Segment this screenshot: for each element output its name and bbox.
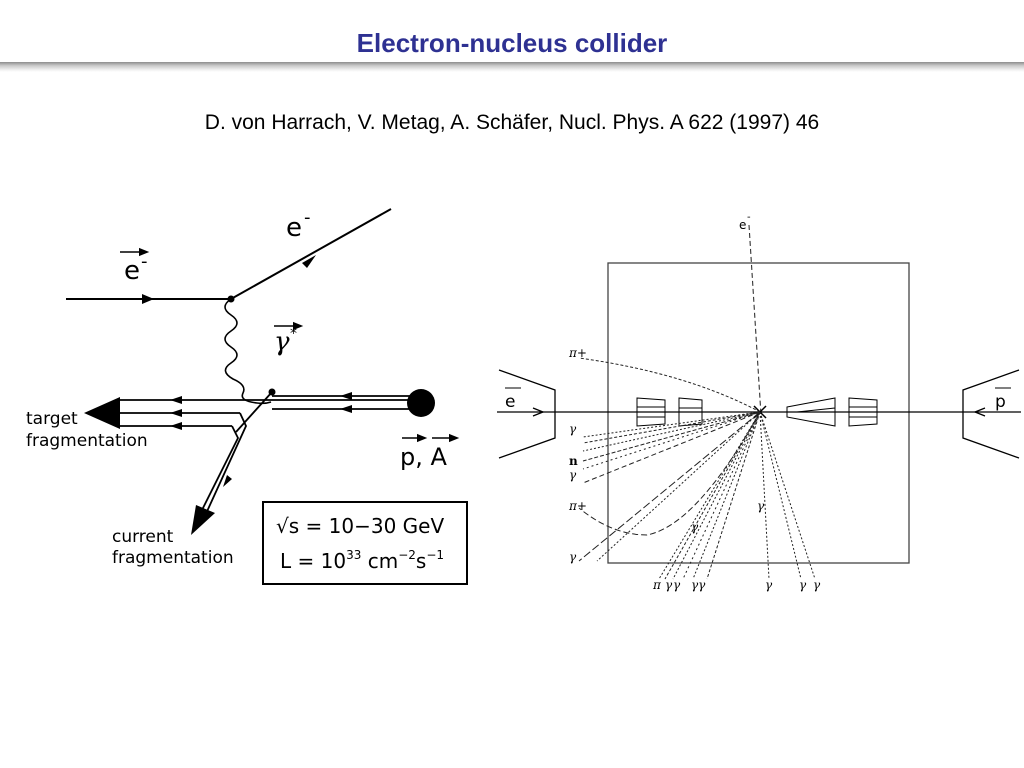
- hadron-arrow-lower: [340, 405, 352, 413]
- slide-title: Electron-nucleus collider: [356, 28, 668, 58]
- track-15: [759, 411, 770, 580]
- luminosity-exponent: 33: [346, 548, 361, 562]
- parameter-box: [262, 501, 468, 585]
- track-2: [582, 411, 761, 444]
- photon-virtual-mark: *: [290, 326, 297, 342]
- left-module-1: [636, 397, 666, 427]
- detector-box: [607, 262, 910, 564]
- title-divider: [0, 62, 1024, 72]
- luminosity-unit-exp1: −2: [398, 548, 416, 562]
- pi-plus-upper-track: [578, 357, 761, 413]
- luminosity-unit: cm: [361, 549, 398, 573]
- right-module-1: [786, 397, 836, 427]
- track-12: [682, 411, 761, 580]
- scattered-electron-track: [748, 224, 762, 416]
- label-gamma-2: γ: [569, 468, 577, 482]
- target-arrow-2: [170, 409, 182, 417]
- track-14: [706, 411, 761, 580]
- track-5: [582, 411, 761, 470]
- track-13: [692, 411, 761, 580]
- photon-symbol: γ: [274, 327, 290, 357]
- current-fragmentation-arrowhead: [191, 505, 215, 535]
- right-module-2: [848, 397, 878, 427]
- current-label-line1: current: [112, 527, 174, 547]
- incoming-electron-arrow: [142, 294, 154, 304]
- track-17: [759, 411, 816, 580]
- luminosity-text: L = 1033 cm−2s−1: [280, 548, 444, 573]
- detector-event-display: e - e p: [497, 212, 1021, 592]
- dis-feynman-diagram: e - e - γ * target fragmentation p, A cu…: [26, 207, 468, 585]
- target-label-line2: fragmentation: [26, 431, 148, 451]
- left-module-2: [678, 397, 703, 427]
- incoming-electron-charge: -: [141, 251, 148, 272]
- current-arrow: [223, 475, 232, 487]
- energy-text: √s = 10−30 GeV: [276, 514, 444, 538]
- target-fragmentation-arrowhead: [84, 397, 120, 429]
- label-bottom-pi: π: [652, 578, 662, 592]
- track-3: [582, 411, 761, 452]
- track-7: [578, 411, 761, 562]
- label-pi-plus-lower: π+: [568, 499, 587, 513]
- electron-beam-arrow: [532, 407, 545, 417]
- track-8: [596, 411, 761, 562]
- current-line-outer: [203, 412, 247, 519]
- track-9: [658, 411, 761, 580]
- proton-beam-label: p: [995, 392, 1006, 412]
- top-electron-charge: -: [747, 212, 751, 223]
- incoming-electron-symbol: e: [124, 256, 140, 286]
- luminosity-unit-exp2: −1: [426, 548, 444, 562]
- track-1: [582, 411, 761, 438]
- target-arrow-3: [170, 422, 182, 430]
- label-gamma-3: γ: [569, 550, 577, 564]
- label-bottom-gamma-1: γ: [665, 578, 673, 592]
- luminosity-s: s: [416, 549, 426, 573]
- proton-beam-pipe: [962, 369, 1020, 459]
- quark-line: [235, 391, 273, 433]
- track-10: [664, 411, 761, 580]
- pi-plus-lower-track: [578, 411, 761, 536]
- luminosity-prefix: L = 10: [280, 549, 346, 573]
- track-6: [582, 411, 761, 484]
- current-label-line2: fragmentation: [112, 548, 234, 568]
- reference-citation: D. von Harrach, V. Metag, A. Schäfer, Nu…: [204, 111, 820, 134]
- top-electron-symbol: e: [739, 218, 746, 232]
- hadron-symbol: p, A: [400, 443, 447, 471]
- hadron-arrow-upper: [340, 392, 352, 400]
- label-pi-plus-upper: π+: [568, 346, 587, 360]
- label-neutron: n: [569, 454, 578, 468]
- label-gamma-1: γ: [569, 422, 577, 436]
- electron-beam-pipe: [498, 369, 556, 459]
- track-16: [759, 411, 802, 580]
- proton-beam-arrow: [973, 407, 986, 417]
- track-4: [582, 411, 761, 462]
- label-gamma-middle-1: γ: [691, 520, 699, 534]
- track-11: [672, 411, 761, 580]
- label-bottom-gamma-2: γ: [673, 578, 681, 592]
- label-bottom-gamma-5: γ: [813, 578, 821, 592]
- outgoing-electron-line: [230, 208, 392, 300]
- particle-tracks: [578, 357, 816, 580]
- label-bottom-gamma-3: γ: [765, 578, 773, 592]
- label-gamma-middle-2: γ: [757, 499, 765, 513]
- target-arrow-1: [170, 396, 182, 404]
- label-bottom-gamma-pair: γγ: [691, 578, 706, 592]
- outgoing-electron-arrow: [302, 255, 316, 268]
- virtual-photon-line: [224, 298, 272, 405]
- target-label-line1: target: [26, 409, 78, 429]
- nucleus-blob: [407, 389, 435, 417]
- electron-beam-label: e: [505, 392, 515, 412]
- current-line-inner: [197, 425, 240, 519]
- outgoing-electron-symbol: e: [286, 213, 302, 243]
- label-bottom-gamma-4: γ: [799, 578, 807, 592]
- outgoing-electron-charge: -: [304, 207, 311, 228]
